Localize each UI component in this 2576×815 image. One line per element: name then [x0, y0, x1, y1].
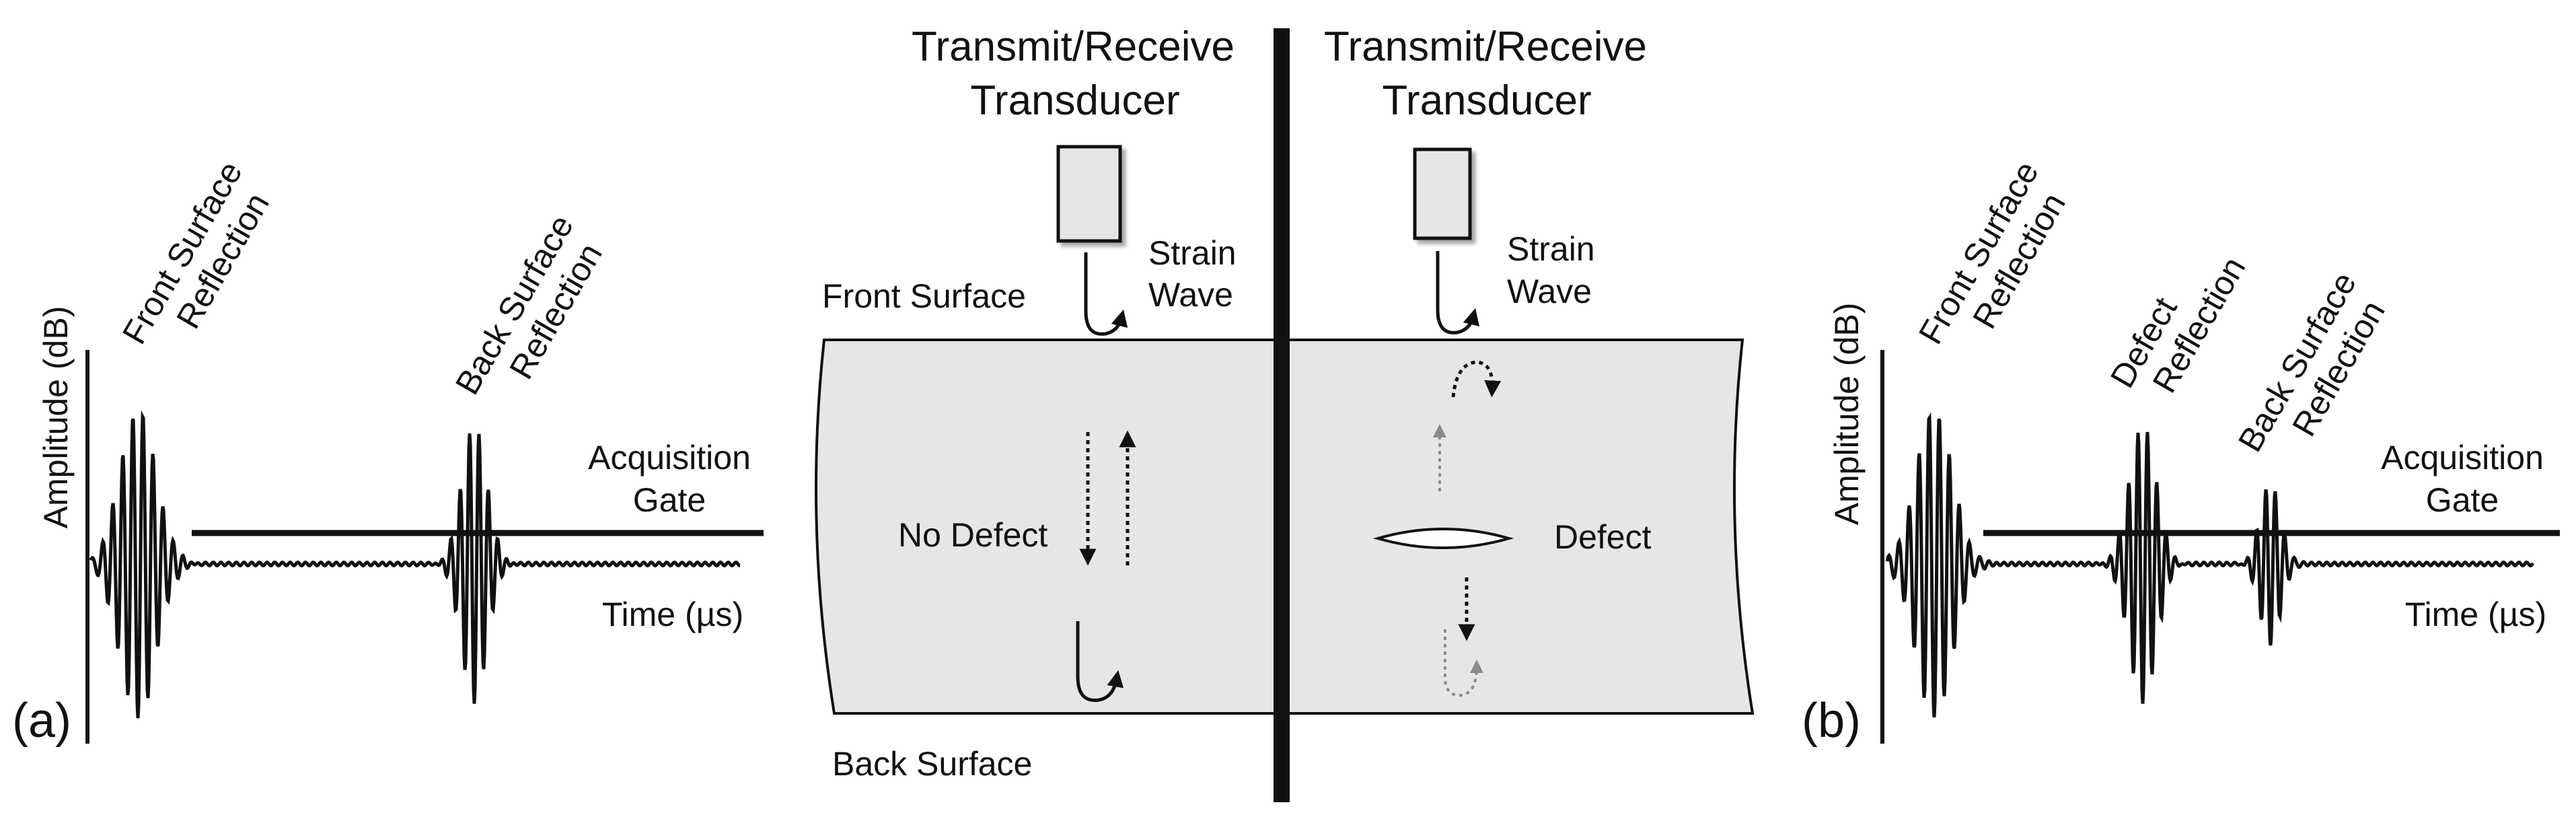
panel-b-ascan: Amplitude (dB) (b) Acquisition Gate Time… — [1802, 155, 2560, 748]
panel-b-defect-label: Defect Reflection — [2103, 250, 2252, 399]
panel-b-waveform — [1885, 412, 2535, 718]
panel-b-gate-label-line2: Gate — [2426, 481, 2499, 519]
right-strain-wave-arrow — [1436, 251, 1480, 334]
left-strain-wave-label-line1: Strain — [1148, 234, 1237, 272]
panel-a-y-axis-label: Amplitude (dB) — [37, 306, 75, 529]
right-strain-wave-label-line2: Wave — [1507, 273, 1592, 310]
right-transducer — [1413, 147, 1472, 240]
panel-a-gate-label-line1: Acquisition — [588, 439, 751, 476]
panel-b-x-axis-label: Time (µs) — [2405, 596, 2546, 633]
left-strain-wave-arrow — [1084, 252, 1128, 336]
left-strain-wave-label-line2: Wave — [1148, 276, 1233, 314]
defect-back-surface-faded-arrow — [1444, 629, 1483, 697]
left-transducer-label-line1: Transmit/Receive — [912, 24, 1235, 70]
defect-reflected-wave-arrow — [1451, 360, 1502, 398]
panel-b-back-surface-label: Back Surface Reflection — [2231, 266, 2392, 458]
right-strain-wave-label-line1: Strain — [1507, 230, 1595, 268]
left-transducer — [1056, 145, 1122, 243]
panel-a-back-surface-label: Back Surface Reflection — [448, 209, 610, 401]
panel-divider — [1274, 28, 1290, 802]
panel-a-waveform — [89, 410, 741, 719]
panel-b-front-surface-label: Front Surface Reflection — [1911, 155, 2073, 350]
defect-label: Defect — [1554, 518, 1652, 556]
panel-a-x-axis-label: Time (µs) — [602, 596, 743, 633]
panel-b-y-axis-label: Amplitude (dB) — [1828, 303, 1866, 526]
panel-a-label: (a) — [12, 694, 71, 748]
panel-b-gate-label-line1: Acquisition — [2381, 439, 2544, 476]
defect-shape — [1372, 528, 1514, 549]
specimen-schematic: Transmit/Receive Transducer Transmit/Rec… — [815, 24, 1755, 802]
right-transducer-label-line2: Transducer — [1382, 77, 1591, 124]
panel-a-front-surface-label: Front Surface Reflection — [115, 155, 277, 350]
panel-b-label: (b) — [1802, 694, 1861, 748]
back-surface-reflection-arrow — [1076, 621, 1124, 703]
right-transducer-label-line1: Transmit/Receive — [1324, 24, 1647, 70]
panel-a-gate-label-line2: Gate — [633, 481, 706, 519]
panel-a-ascan: Amplitude (dB) (a) Acquisition Gate Time… — [12, 155, 764, 748]
front-surface-label: Front Surface — [822, 277, 1026, 315]
back-surface-label: Back Surface — [832, 745, 1032, 783]
left-transducer-label-line2: Transducer — [970, 77, 1179, 124]
no-defect-label: No Defect — [898, 516, 1047, 554]
